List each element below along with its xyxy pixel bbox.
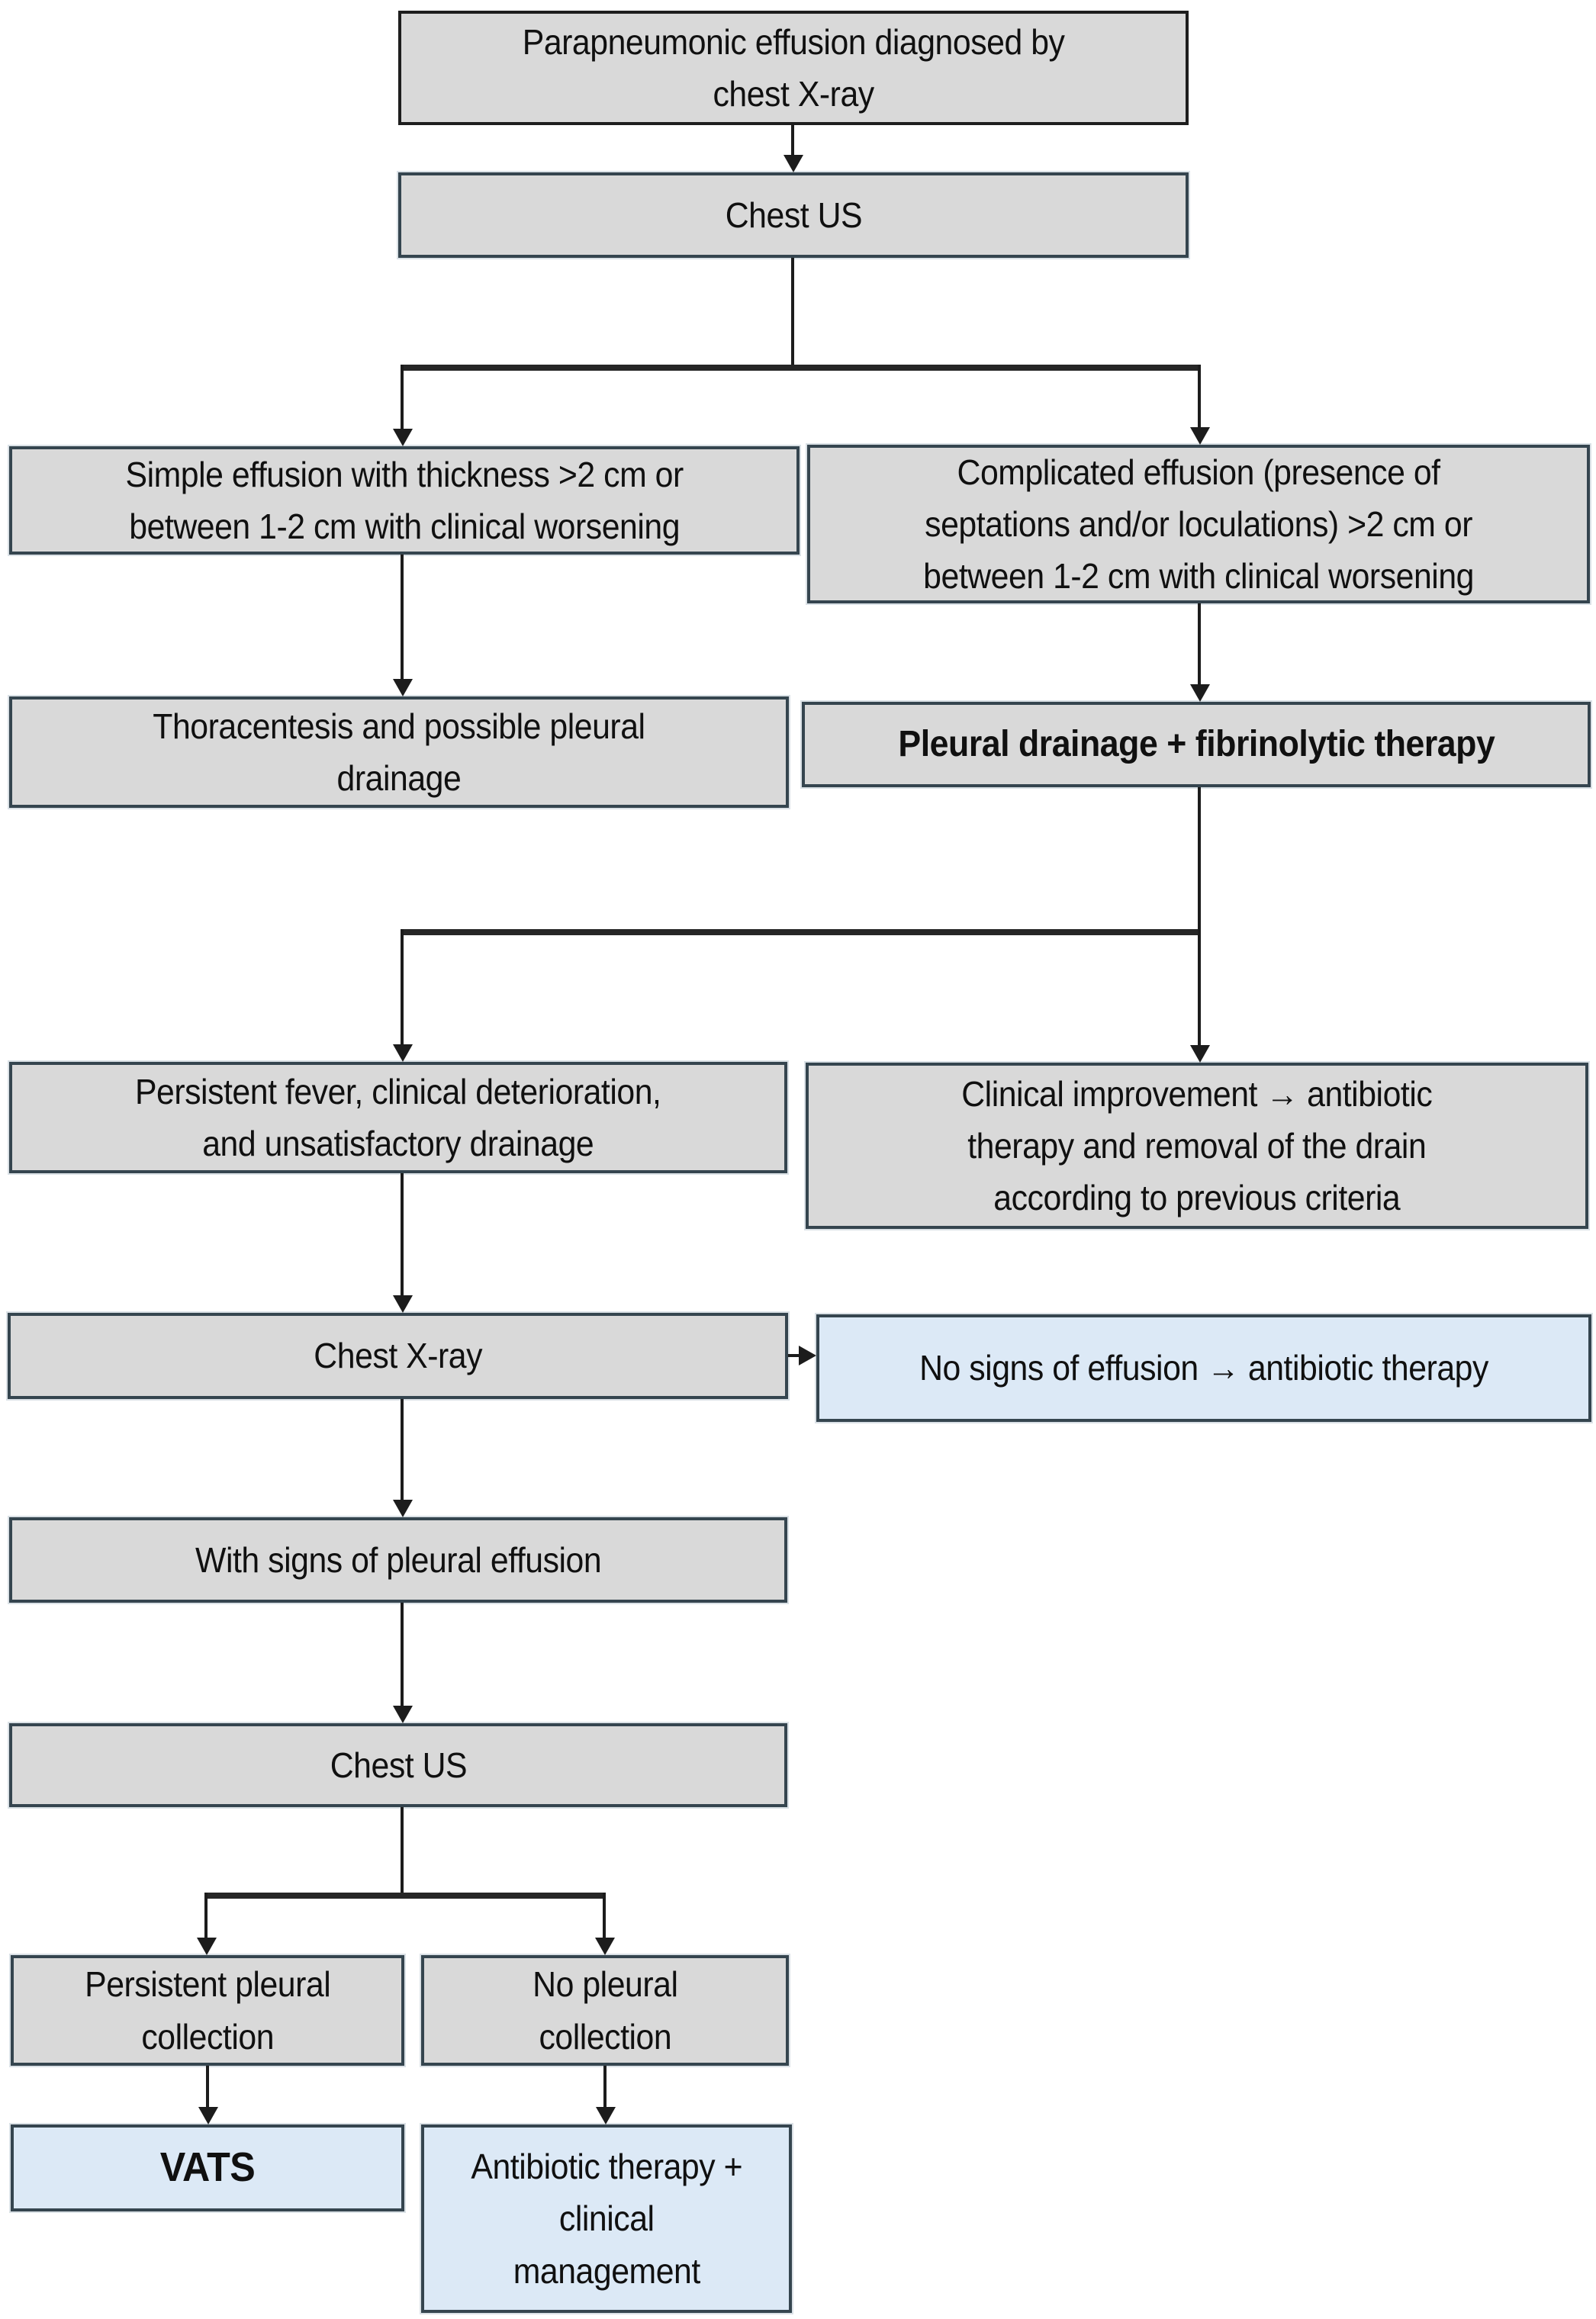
node-label: Simple effusion with thickness >2 cm or … <box>125 454 684 546</box>
connector-line <box>603 1893 606 1939</box>
node-label: Chest US <box>330 1745 467 1785</box>
node-label: Clinical improvement → antibiotic therap… <box>961 1073 1433 1218</box>
connector-line <box>401 929 1201 935</box>
arrowhead-down-icon <box>784 155 803 172</box>
node-complicated-effusion: Complicated effusion (presence of septat… <box>807 445 1590 603</box>
arrowhead-right-icon <box>799 1346 816 1365</box>
connector-line <box>401 929 404 1046</box>
node-parapneumonic-effusion: Parapneumonic effusion diagnosed by ches… <box>398 11 1189 125</box>
connector-line <box>204 1893 208 1939</box>
arrowhead-down-icon <box>393 1500 413 1517</box>
node-label: No pleural collection <box>532 1964 678 2057</box>
node-label: Persistent fever, clinical deterioration… <box>135 1071 661 1163</box>
connector-line <box>791 258 794 371</box>
node-no-pleural-collection: No pleural collection <box>421 1955 789 2066</box>
connector-line <box>1198 603 1201 686</box>
connector-line <box>401 1603 404 1707</box>
arrowhead-down-icon <box>393 1706 413 1723</box>
node-label: Parapneumonic effusion diagnosed by ches… <box>522 21 1065 114</box>
arrowhead-down-icon <box>393 1295 413 1313</box>
node-label: No signs of effusion → antibiotic therap… <box>919 1348 1488 1388</box>
node-label: Pleural drainage + fibrinolytic therapy <box>898 724 1495 765</box>
node-label: Persistent pleural collection <box>84 1964 331 2057</box>
connector-line <box>401 1399 404 1501</box>
connector-line <box>788 1354 800 1357</box>
connector-line <box>401 365 1201 371</box>
arrowhead-down-icon <box>197 1938 217 1955</box>
node-persistent-pleural-collection: Persistent pleural collection <box>11 1955 404 2066</box>
connector-line <box>603 2066 607 2108</box>
node-label: VATS <box>159 2144 256 2191</box>
arrowhead-down-icon <box>1190 684 1210 702</box>
node-vats: VATS <box>11 2124 404 2211</box>
node-label: Antibiotic therapy + clinical management <box>471 2147 742 2291</box>
connector-line <box>401 555 404 681</box>
arrowhead-down-icon <box>393 429 413 446</box>
node-thoracentesis: Thoracentesis and possible pleural drain… <box>9 696 789 808</box>
node-clinical-improvement: Clinical improvement → antibiotic therap… <box>806 1063 1588 1229</box>
arrowhead-down-icon <box>1190 427 1210 445</box>
node-with-signs-pleural-effusion: With signs of pleural effusion <box>9 1517 787 1603</box>
connector-line <box>401 1173 404 1297</box>
node-chest-us-2: Chest US <box>9 1723 787 1807</box>
arrowhead-down-icon <box>198 2107 218 2124</box>
connector-line <box>1198 929 1201 1047</box>
connector-line <box>791 125 794 158</box>
node-no-signs-effusion: No signs of effusion → antibiotic therap… <box>816 1314 1591 1422</box>
node-label: Chest US <box>725 195 862 235</box>
node-antibiotic-therapy-management: Antibiotic therapy + clinical management <box>421 2124 792 2313</box>
arrowhead-down-icon <box>1190 1045 1210 1063</box>
node-label: With signs of pleural effusion <box>195 1539 602 1580</box>
node-pleural-drainage-fibrinolytic: Pleural drainage + fibrinolytic therapy <box>802 702 1591 787</box>
node-label: Chest X-ray <box>314 1336 482 1376</box>
node-label: Complicated effusion (presence of septat… <box>923 452 1474 597</box>
connector-line <box>401 1807 404 1899</box>
node-chest-xray: Chest X-ray <box>8 1313 788 1399</box>
node-simple-effusion: Simple effusion with thickness >2 cm or … <box>9 446 800 555</box>
arrowhead-down-icon <box>596 2107 616 2124</box>
connector-line <box>401 365 404 430</box>
node-persistent-fever: Persistent fever, clinical deterioration… <box>9 1062 787 1173</box>
arrowhead-down-icon <box>393 1044 413 1062</box>
connector-line <box>206 2066 209 2108</box>
node-chest-us-1: Chest US <box>398 172 1189 258</box>
connector-line <box>204 1893 606 1899</box>
arrowhead-down-icon <box>393 679 413 696</box>
arrowhead-down-icon <box>595 1938 615 1955</box>
connector-line <box>1198 365 1201 429</box>
node-label: Thoracentesis and possible pleural drain… <box>153 706 645 798</box>
connector-line <box>1198 787 1201 935</box>
